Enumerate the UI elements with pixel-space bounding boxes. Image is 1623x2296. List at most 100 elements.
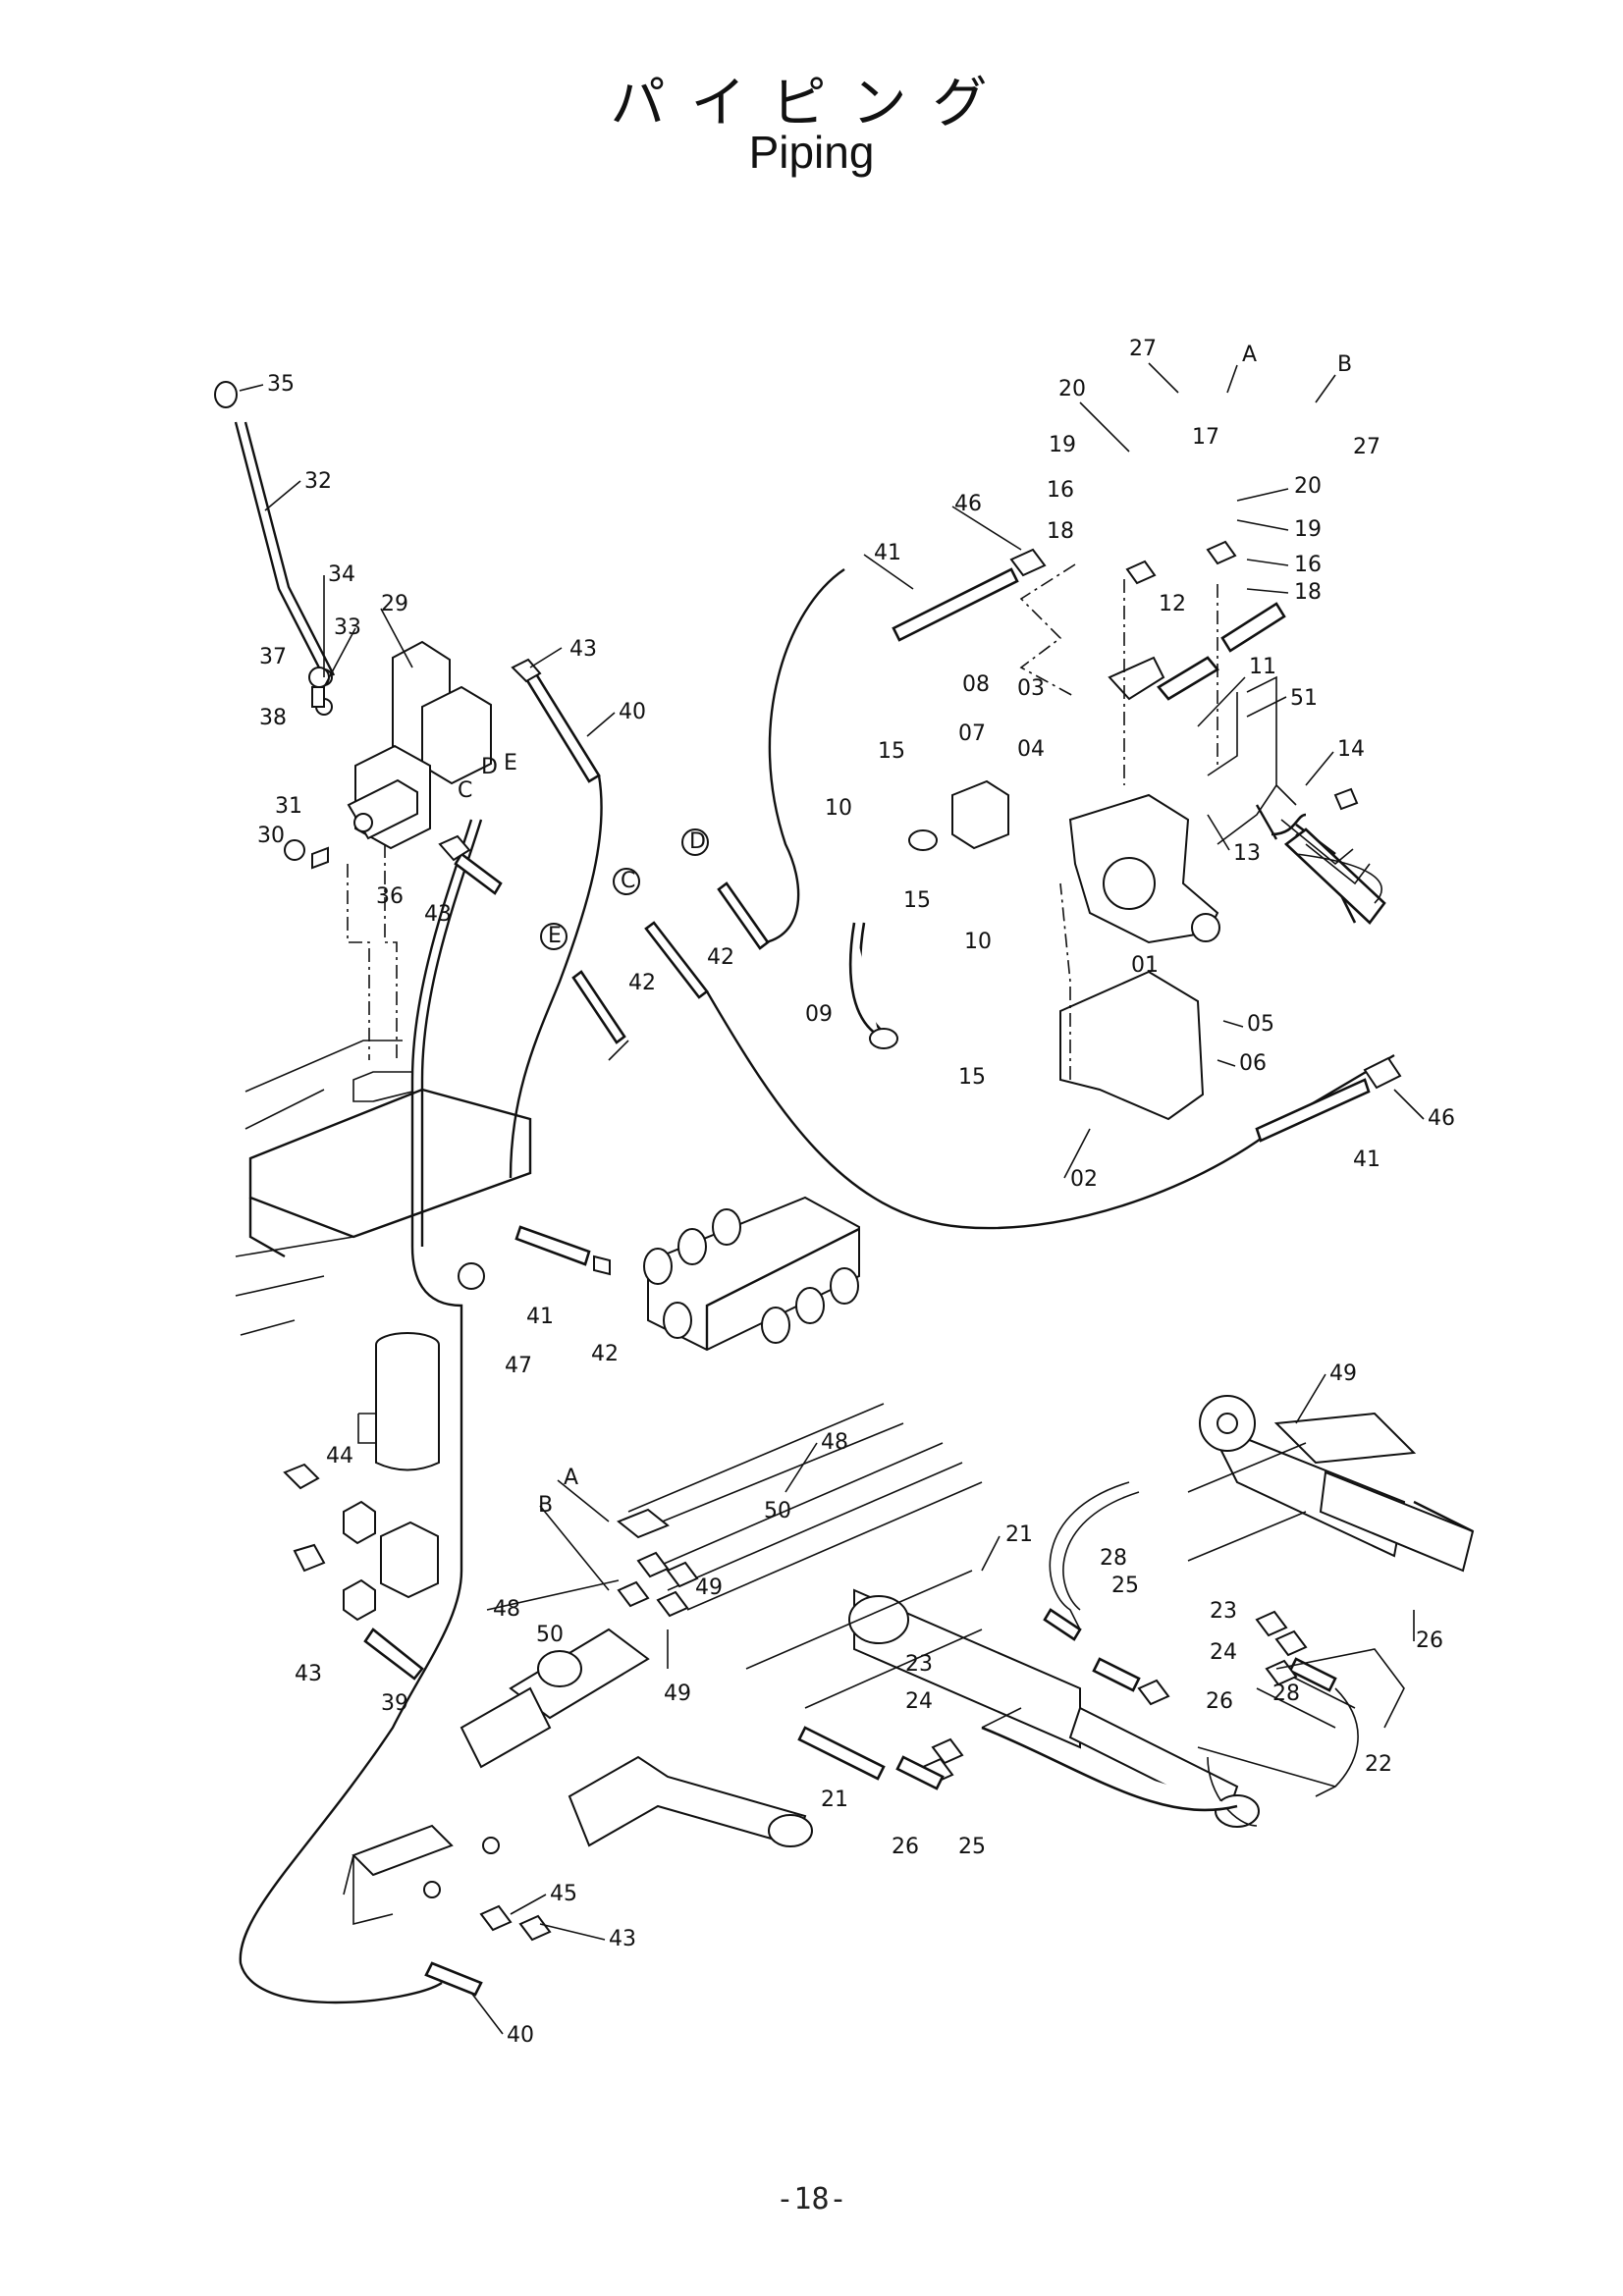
callout-48b: 48 — [493, 1597, 520, 1622]
callout-40b: 40 — [507, 2023, 534, 2048]
suction-filter — [283, 1332, 440, 1681]
callout-14: 14 — [1337, 737, 1365, 762]
callout-45: 45 — [550, 1882, 577, 1906]
callout-24b: 24 — [905, 1689, 933, 1714]
callout-26b: 26 — [1206, 1689, 1233, 1714]
callout-E2: E — [548, 924, 562, 948]
callout-leader-lines — [239, 362, 1425, 2035]
callout-16: 16 — [1047, 478, 1074, 503]
callout-26: 26 — [1416, 1629, 1443, 1653]
callout-07: 07 — [958, 721, 986, 746]
hydraulic-cylinders — [797, 1395, 1475, 1828]
callout-43d: 43 — [609, 1927, 636, 1951]
callout-10b: 10 — [964, 930, 992, 954]
callout-42: 42 — [628, 971, 656, 995]
callout-44: 44 — [326, 1444, 353, 1468]
control-valve-block — [514, 1196, 860, 1352]
callout-18b: 18 — [1294, 580, 1322, 605]
callout-46: 46 — [954, 492, 982, 516]
callout-09: 09 — [805, 1002, 833, 1027]
diagram-title-english: Piping — [748, 127, 875, 178]
callout-41: 41 — [874, 541, 901, 565]
callout-51: 51 — [1290, 686, 1318, 711]
callout-22b: 22 — [1365, 1752, 1392, 1777]
part-callout-labels: 35 32 34 33 29 37 38 31 30 36 43 40 E D … — [257, 337, 1455, 2048]
callout-28: 28 — [1100, 1546, 1127, 1571]
callout-21: 21 — [1005, 1522, 1033, 1547]
callout-29: 29 — [381, 592, 408, 616]
callout-42b: 42 — [707, 945, 734, 970]
callout-41c: 41 — [526, 1305, 554, 1329]
callout-18: 18 — [1047, 519, 1074, 544]
callout-13: 13 — [1233, 841, 1261, 866]
callout-33: 33 — [334, 615, 361, 640]
callout-25b: 25 — [958, 1835, 986, 1859]
callout-31: 31 — [275, 794, 302, 819]
callout-23b: 23 — [905, 1652, 933, 1677]
diagram-title-japanese: パイピング — [610, 72, 1013, 135]
callout-26c: 26 — [892, 1835, 919, 1859]
callout-35: 35 — [267, 372, 295, 397]
callout-32: 32 — [304, 469, 332, 494]
callout-43b: 43 — [424, 902, 452, 927]
callout-15c: 15 — [958, 1065, 986, 1090]
callout-D: D — [481, 755, 498, 779]
callout-23: 23 — [1210, 1599, 1237, 1624]
callout-27b: 27 — [1353, 435, 1380, 459]
callout-42c: 42 — [591, 1342, 619, 1366]
callout-46b: 46 — [1428, 1106, 1455, 1131]
callout-19: 19 — [1049, 433, 1076, 457]
boom-and-bracket — [343, 1403, 983, 1997]
callout-22: 49 — [1329, 1362, 1357, 1386]
callout-16b: 16 — [1294, 553, 1322, 577]
pump-valve-assembly — [848, 540, 1402, 1143]
callout-A2: A — [564, 1466, 578, 1490]
return-hose-routing — [239, 658, 603, 2004]
callout-B: B — [1337, 352, 1352, 377]
callout-43: 43 — [569, 637, 597, 662]
callout-41b: 41 — [1353, 1148, 1380, 1172]
callout-38: 38 — [259, 706, 287, 730]
callout-20: 20 — [1058, 377, 1086, 401]
callout-49b: 49 — [664, 1682, 691, 1706]
callout-27: 27 — [1129, 337, 1157, 361]
callout-12: 12 — [1159, 592, 1186, 616]
callout-06: 06 — [1239, 1051, 1267, 1076]
callout-49: 49 — [695, 1575, 723, 1600]
callout-10: 10 — [825, 796, 852, 821]
callout-15: 15 — [878, 739, 905, 764]
callout-50b: 50 — [536, 1623, 564, 1647]
callout-40: 40 — [619, 700, 646, 724]
machine-frame — [235, 1040, 532, 1336]
callout-01: 01 — [1131, 953, 1159, 978]
callout-48: 48 — [821, 1430, 848, 1455]
callout-37: 37 — [259, 645, 287, 669]
callout-A: A — [1242, 343, 1257, 367]
callout-28b: 28 — [1272, 1682, 1300, 1706]
callout-25: 25 — [1111, 1574, 1139, 1598]
callout-21b: 21 — [821, 1788, 848, 1812]
callout-03: 03 — [1017, 676, 1045, 701]
callout-50: 50 — [764, 1499, 791, 1523]
callout-17: 17 — [1192, 425, 1219, 450]
fittings-c-d-e — [540, 568, 1395, 1230]
callout-15b: 15 — [903, 888, 931, 913]
control-lever-assembly — [214, 381, 492, 1060]
callout-B2: B — [538, 1493, 553, 1518]
callout-02: 02 — [1070, 1167, 1098, 1192]
callout-D2: D — [689, 829, 706, 854]
callout-08: 08 — [962, 672, 990, 697]
page-number: -18- — [776, 2182, 847, 2216]
callout-C: C — [458, 778, 472, 803]
callout-C2: C — [621, 869, 635, 893]
callout-39: 39 — [381, 1691, 408, 1716]
callout-20b: 20 — [1294, 474, 1322, 499]
callout-47: 47 — [505, 1354, 532, 1378]
callout-30: 30 — [257, 824, 285, 848]
callout-E: E — [504, 751, 517, 775]
callout-04: 04 — [1017, 737, 1045, 762]
callout-11: 11 — [1249, 655, 1276, 679]
callout-36: 36 — [376, 884, 404, 909]
callout-34: 34 — [328, 562, 355, 587]
